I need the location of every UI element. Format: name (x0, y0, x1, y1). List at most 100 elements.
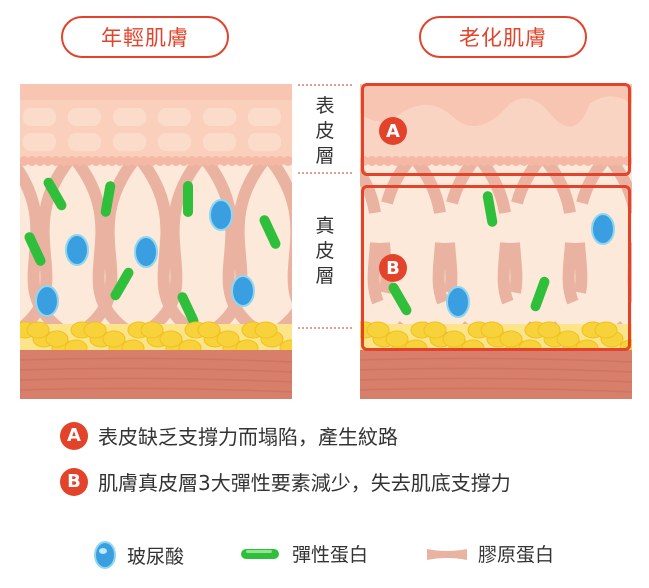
collagen-fiber (146, 155, 205, 334)
basal-cell (423, 156, 433, 166)
note-a: A 表皮缺乏支撐力而塌陷，產生紋路 (60, 421, 398, 450)
basal-cell (20, 156, 29, 166)
divider-dotted (298, 84, 352, 86)
basal-cell (123, 156, 133, 166)
fat-cell (423, 321, 447, 339)
fat-cell (499, 330, 523, 348)
basal-cell (115, 156, 125, 166)
elastin-rod (388, 282, 412, 316)
note-b-text: 肌膚真皮層3大彈性要素減少，失去肌底支撐力 (98, 471, 511, 495)
fat-cell (140, 321, 164, 339)
epidermis-cells (360, 96, 632, 164)
basal-cell (375, 156, 385, 166)
basal-cell (391, 156, 401, 166)
hyaluronic-acid-drop (446, 286, 470, 318)
basal-cell (155, 156, 165, 166)
basal-cell (243, 156, 253, 166)
hyaluronic-acid-drop (209, 199, 233, 231)
skin-cell (113, 108, 146, 126)
basal-cell (575, 156, 585, 166)
hyaluronic-acid-drop (35, 285, 59, 317)
elastin-rod (43, 177, 67, 211)
basal-cell (67, 156, 77, 166)
basal-cell (195, 156, 205, 166)
fat-cell (594, 321, 618, 339)
fat-cell (159, 330, 183, 348)
aged-skin-title: 老化肌膚 (419, 16, 587, 58)
elastin-rod (110, 267, 134, 301)
basal-cell (179, 156, 189, 166)
legend-label: 膠原蛋白 (478, 544, 555, 566)
collagen-fiber (81, 155, 140, 334)
skin-cell (158, 108, 191, 126)
fat-cell (254, 321, 278, 339)
muscle-layer (360, 350, 632, 399)
divider-dotted (298, 172, 352, 174)
legend-elastin: 彈性蛋白 (240, 540, 368, 567)
dermis-loss-box (361, 185, 631, 351)
basal-cell (171, 156, 181, 166)
aged-skin-illustration (360, 84, 632, 399)
epidermis-top (360, 84, 632, 127)
muscle-line (360, 357, 632, 363)
elastin-rod (259, 215, 281, 249)
marker-a-badge: A (379, 117, 407, 145)
fat-cell (537, 321, 561, 339)
legend-label: 玻尿酸 (127, 545, 185, 568)
legend-collagen: 膠原蛋白 (426, 540, 554, 567)
basal-cell (407, 156, 417, 166)
basal-cell (235, 156, 245, 166)
basal-cell (527, 156, 537, 166)
basal-cell (51, 156, 61, 166)
basal-cell (471, 156, 481, 166)
basal-cell (283, 156, 292, 166)
basal-cell (503, 156, 513, 166)
basal-cell (219, 156, 229, 166)
collagen-fiber (265, 155, 292, 304)
legend-label: 彈性蛋白 (292, 544, 369, 566)
young-skin-title: 年輕肌膚 (61, 16, 229, 58)
basal-cell (147, 156, 157, 166)
fat-cell (45, 330, 69, 348)
fat-cell (216, 330, 240, 348)
basal-cell (543, 156, 553, 166)
basal-cell (187, 156, 197, 166)
skin-cell (113, 133, 146, 151)
basal-cell (511, 156, 521, 166)
basal-cell (583, 156, 593, 166)
note-b: B 肌膚真皮層3大彈性要素減少，失去肌底支撐力 (60, 467, 511, 496)
basal-cell (83, 156, 93, 166)
epidermis-top (20, 84, 292, 100)
fat-cell (385, 330, 409, 348)
basal-cell (211, 156, 221, 166)
collagen-fiber (211, 155, 270, 334)
elastin-icon (241, 548, 279, 559)
fat-cell (83, 321, 107, 339)
basal-cell (107, 156, 117, 166)
muscle-line (360, 367, 632, 373)
basal-cell (431, 156, 441, 166)
divider-dotted (298, 327, 352, 329)
fat-cell (197, 321, 221, 339)
basal-cell (607, 156, 617, 166)
hyaluronic-acid-icon (94, 541, 116, 569)
elastin-rod (530, 276, 550, 312)
collagen-icon (427, 548, 467, 560)
epidermis-collapse-box (361, 83, 631, 176)
basal-cell (439, 156, 449, 166)
basal-cell (139, 156, 149, 166)
basal-cell (495, 156, 505, 166)
muscle-line (20, 387, 292, 393)
skin-cell (68, 108, 101, 126)
fat-cell (556, 330, 580, 348)
fat-cell (480, 321, 504, 339)
basal-cell (35, 156, 45, 166)
muscle-line (360, 387, 632, 393)
skin-cell (248, 133, 281, 151)
elastin-rod (482, 191, 498, 227)
skin-cell (203, 133, 236, 151)
basal-cell (131, 156, 141, 166)
muscle-line (20, 377, 292, 383)
basal-cell (267, 156, 277, 166)
